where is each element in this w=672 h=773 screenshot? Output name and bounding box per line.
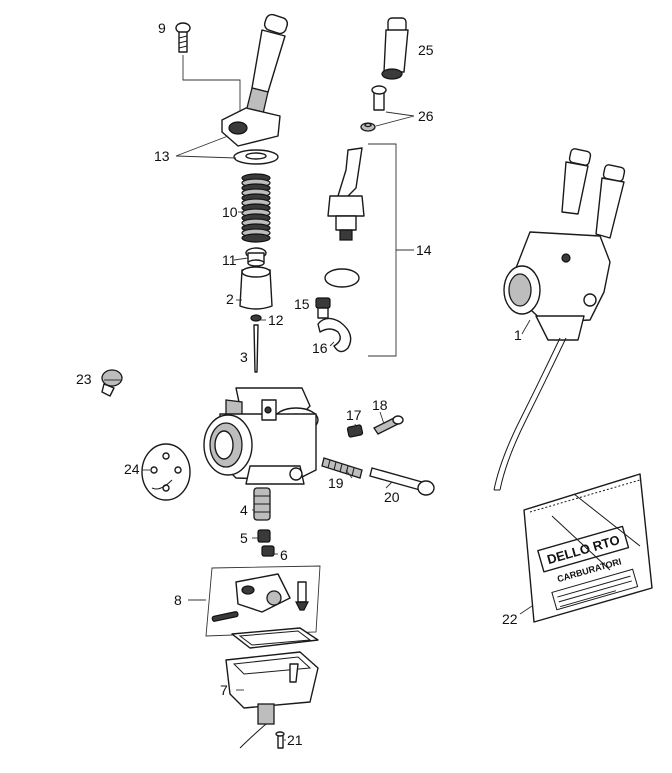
needle-clip [250,314,262,322]
gasket-24 [141,443,191,501]
mixture-screw-18 [373,415,404,435]
callout-3: 3 [240,349,248,365]
callout-8: 8 [174,592,182,608]
callout-15: 15 [294,296,310,312]
callout-26: 26 [418,108,434,124]
callout-4: 4 [240,502,248,518]
choke-cap-25 [381,17,409,80]
throttle-slide [239,266,273,310]
callout-22: 22 [502,611,518,627]
callout-2: 2 [226,291,234,307]
callout-23: 23 [76,371,92,387]
float-8 [211,573,309,622]
carburetor-body [203,387,319,485]
choke-cable-tube [327,147,365,241]
callout-13: 13 [154,148,170,164]
screw-9 [175,22,191,53]
throttle-spring [241,173,271,243]
callout-12: 12 [268,312,284,328]
assembled-carburetor [493,148,626,491]
callout-24: 24 [124,461,140,477]
needle-retainer [245,247,267,267]
idle-screw-20 [369,467,435,496]
drain-screw-21 [275,731,285,749]
callout-5: 5 [240,530,248,546]
spring-coil [241,233,271,243]
choke-spring-clip-16 [317,317,352,353]
choke-o-ring [324,268,360,288]
bowl-gasket [231,627,319,649]
idle-jet-6 [261,545,275,557]
float-bowl-7 [225,651,319,749]
choke-adjuster-26 [360,85,387,132]
repair-kit-bag: DELLO RTO CARBURATORI [523,473,653,623]
callout-9: 9 [158,20,166,36]
callout-19: 19 [328,475,344,491]
jet-needle [253,324,259,373]
screw-23 [101,369,123,397]
callout-20: 20 [384,489,400,505]
main-jet-5 [257,529,271,543]
callout-6: 6 [280,547,288,563]
callout-21: 21 [287,732,303,748]
jet-holder-4 [253,487,271,521]
callout-10: 10 [222,204,238,220]
throttle-cable-elbow [221,13,289,147]
callout-14: 14 [416,242,432,258]
callout-11: 11 [222,252,237,268]
callout-18: 18 [372,397,388,413]
callout-1: 1 [514,327,522,343]
choke-plunger-15 [315,297,331,319]
callout-16: 16 [312,340,328,356]
idle-spring-19 [321,457,363,479]
callout-7: 7 [220,682,228,698]
idle-screw-17 [346,424,364,438]
cap-washer [233,149,279,165]
callout-17: 17 [346,407,362,423]
callout-25: 25 [418,42,434,58]
